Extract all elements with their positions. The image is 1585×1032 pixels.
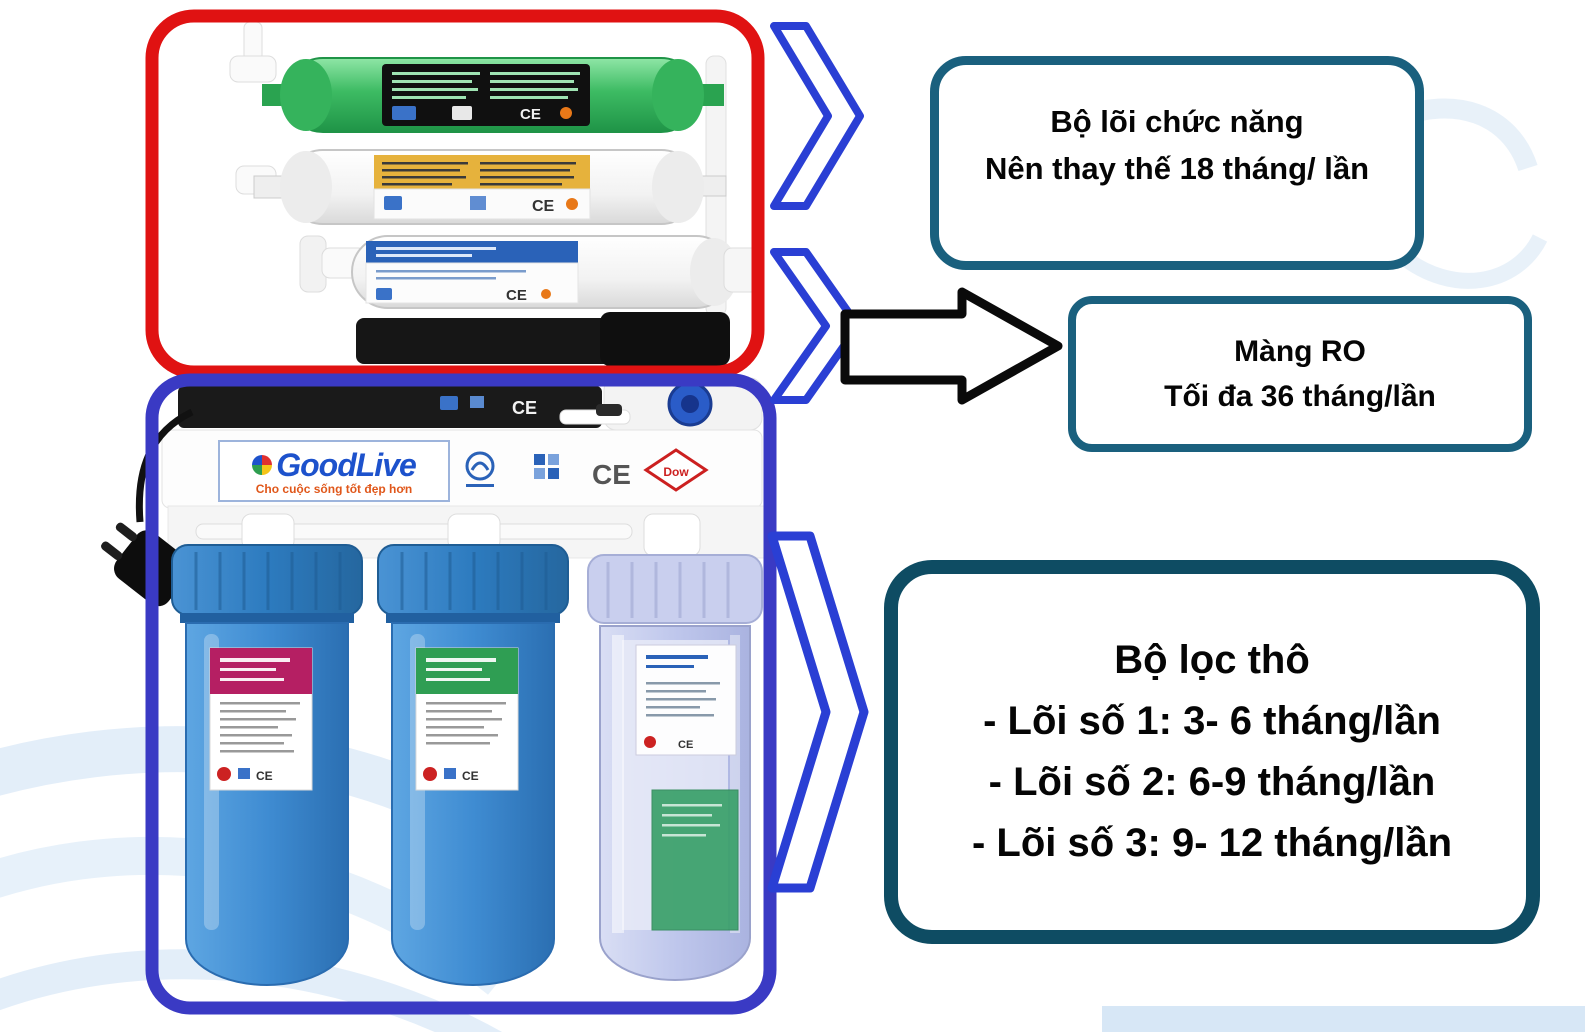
ce-mark: CE [256,769,273,783]
ce-mark: CE [520,106,541,123]
label-text-lines [376,247,496,257]
seal-icon [217,767,231,781]
brand-logo-icon [252,455,273,475]
dow-mark: Dow [663,465,689,479]
blue-highlight-box [145,373,777,1015]
seal-icon [423,767,437,781]
product-photo: CE CE [101,21,765,986]
callout-ro-line2: Tối đa 36 tháng/lần [1164,380,1436,413]
prefilter-housing-2: CE [377,544,569,986]
label-text-lines [392,72,580,99]
prefilter-housing-3: CE [587,554,763,981]
label-text-lines [376,270,526,280]
cartridge-blue-label: CE [299,235,761,309]
ce-mark: CE [532,198,555,215]
callout-coarse-filters: Bộ lọc thô - Lõi số 1: 3- 6 tháng/lần - … [884,560,1540,944]
label-text-lines [220,702,300,753]
water-logo-icon [376,288,392,300]
cartridge-label [382,64,590,126]
brand-name: GoodLive [276,446,417,483]
callout-coarse-title: Bộ lọc thô [1114,638,1310,683]
callout-ro-membrane: Màng RO Tối đa 36 tháng/lần [1068,296,1532,452]
seal-icon [644,736,656,748]
pump-unit [356,318,662,364]
callout-functional-line2: Nên thay thế 18 tháng/ lần [984,150,1370,186]
dow-diamond-icon [643,448,709,492]
prefilter-housing-1: CE [171,544,363,986]
seal-icon [541,289,551,299]
water-logo-icon [465,451,495,481]
callout-functional-line1: Bộ lõi chức năng [1050,104,1304,139]
cartridge-green: CE [262,57,724,133]
cartridge-yellow: CE [235,149,727,225]
arrows [767,22,1063,893]
label-text-lines [382,162,576,186]
callout-coarse-item-1: - Lõi số 1: 3- 6 tháng/lần [983,699,1441,744]
label-text-lines [220,658,290,681]
blue-chevron-arrow-top [770,22,864,210]
callout-functional-cores: Bộ lõi chức năng Nên thay thế 18 tháng/ … [930,56,1424,270]
brand-tagline: Cho cuộc sống tốt đẹp hơn [255,481,413,496]
blue-chevron-arrow-bottom [767,531,869,893]
label-text-lines [646,682,720,717]
inner-cartridge-label [651,789,739,931]
ro-membrane-housing [178,386,602,428]
label-text-lines [662,804,722,837]
ce-mark: CE [592,459,631,490]
cert-squares-icon [534,454,559,479]
seal-icon [560,107,572,119]
valve-assembly [559,377,763,431]
label-text-lines [426,702,506,745]
cartridge-label [366,241,578,263]
seal-icon [566,198,578,210]
callout-coarse-item-2: - Lõi số 2: 6-9 tháng/lần [988,760,1436,804]
water-logo-icon [384,196,402,210]
ce-mark: CE [512,398,537,418]
black-arrow [840,287,1063,405]
label-text-lines [426,658,496,681]
ce-mark: CE [506,287,527,304]
callout-coarse-item-3: - Lõi số 3: 9- 12 tháng/lần [971,820,1453,865]
ce-mark: CE [678,739,693,751]
brand-logo: GoodLive Cho cuộc sống tốt đẹp hơn [218,440,450,502]
red-highlight-box [145,9,765,379]
ce-mark: CE [462,769,479,783]
label-text-lines [646,655,708,668]
callout-ro-line1: Màng RO [1234,335,1366,368]
brand-row: GoodLive [252,446,417,484]
